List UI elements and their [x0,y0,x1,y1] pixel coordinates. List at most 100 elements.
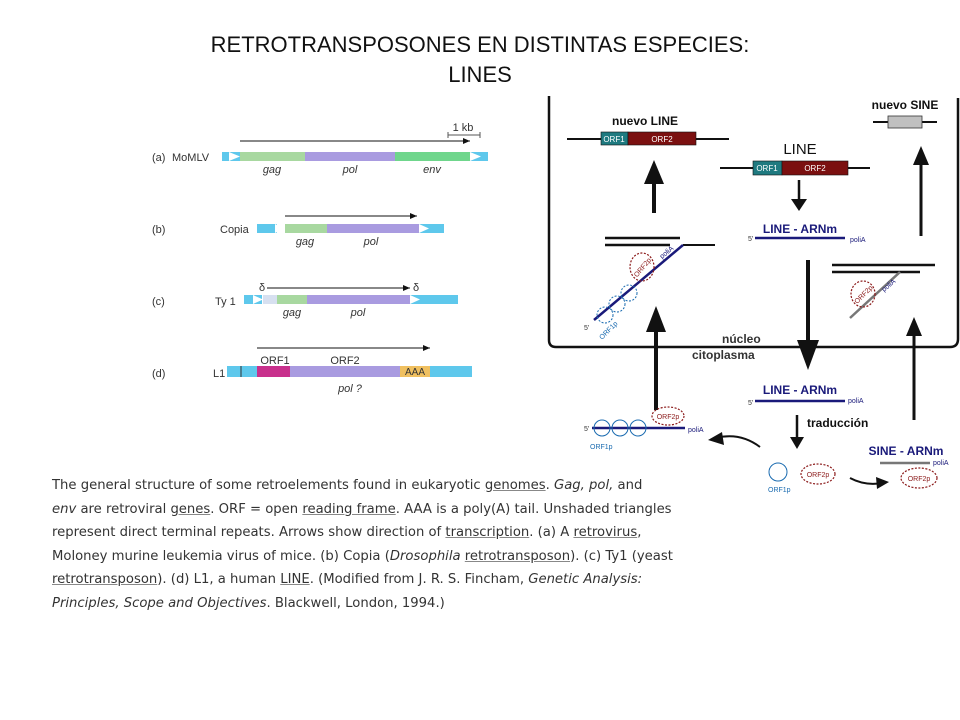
row-b-ltr-left [257,224,277,233]
row-d-letter: (d) [152,368,165,380]
row-a-letter: (a) [152,152,165,164]
caption-text: ). (d) L1, a human [157,572,281,588]
free-orf2p [800,463,836,485]
caption-italic: env [52,501,77,517]
free-orf1p [768,462,788,482]
line-cycle-figure: núcleo citoplasma nuevo LINE ORF1 ORF2 n… [545,92,960,512]
integration-arrowhead-sine [913,146,929,165]
tprt-sine-polia: poliA [881,278,898,294]
import-arrowhead-sine [906,317,922,336]
line-orf2 [781,160,849,176]
caption-link-line[interactable]: LINE [280,572,310,588]
nuevo-line-orf2 [627,131,697,146]
row-d-orf1-label: ORF1 [260,355,289,367]
row-b-name: Copia [220,224,250,236]
rnp-orf1p-1 [593,419,611,437]
tprt-orf2p-label: ORF2p [633,257,653,279]
nucleo-label: núcleo [722,332,761,346]
caption-link-retrovirus[interactable]: retrovirus [573,525,638,541]
caption-text: . [545,478,554,493]
tprt-sine-orf2p-label: ORF2p [854,285,875,306]
row-c-repeat-left [253,295,263,304]
row-b-gag [285,224,327,233]
row-c-ltr-right [410,295,458,304]
scale-bar [447,132,481,138]
integration-arrowhead-line [644,160,664,184]
tprt-5prime: 5' [584,325,589,332]
nucleus-boundary [547,96,960,349]
caption-text: ). (c) Ty1 (yeast [570,548,673,564]
line-arnm-cyto-label: LINE - ARNm [763,383,837,397]
row-c-pol [307,295,410,304]
assembly-arrowhead [708,432,724,445]
mrna-5prime: 5' [748,236,753,243]
row-c-gag-label: gag [283,307,302,319]
caption-italic: Genetic Analysis: Principles, Scope and … [52,572,643,611]
figure-caption: The general structure of some retroeleme… [52,474,682,616]
caption-text: . (Modified from J. R. S. Fincham, [309,572,529,588]
sine-orf2p-label: ORF2p [908,476,931,483]
caption-link-retrotransposon[interactable]: retrotransposon [52,572,158,588]
export-arrowhead [797,340,819,370]
row-a-repeat-right [470,152,481,161]
caption-link-retrotransposon[interactable]: retrotransposon [464,548,571,564]
row-d-utr-right [430,366,472,377]
row-a-name: MoMLV [172,152,210,164]
scale-label: 1 kb [453,122,474,134]
cyto-mrna-5prime: 5' [748,400,753,407]
nuevo-line-orf2-label: ORF2 [651,135,673,144]
caption-text: . ORF = open [210,501,303,517]
line-arnm-label: LINE - ARNm [763,222,837,236]
tprt-sine-orf2p [850,280,876,308]
tprt-orf1p-1 [620,284,638,302]
row-c-pol-label: pol [350,307,366,319]
nuevo-sine-element [887,115,923,129]
row-d-orf2-label: ORF2 [330,355,359,367]
sine-arnm-label: SINE - ARNm [869,444,944,458]
row-a-repeat-left [229,152,240,161]
tprt-orf1p-2 [608,295,626,313]
tprt-orf1p-3 [596,306,614,324]
nuevo-line-label: nuevo LINE [612,114,678,128]
row-a-gag-label: gag [263,164,282,176]
caption-text: . AAA is a poly(A) tail. Unshaded triang… [52,501,672,541]
row-a-pol [305,152,395,161]
row-d-aaa-label: AAA [405,367,425,378]
transcription-arrowhead [791,199,807,211]
cyto-mrna-polia: poliA [848,398,864,405]
row-d-polya [400,366,430,377]
row-c-arrowhead [403,285,410,291]
translation-arrowhead [790,437,804,449]
free-orf1p-label: ORF1p [768,487,791,494]
line-cycle-svg: núcleo citoplasma nuevo LINE ORF1 ORF2 n… [547,96,960,494]
row-d-orf1 [257,366,290,377]
caption-link-genes[interactable]: genes [170,501,211,517]
caption-link-reading-frame[interactable]: reading frame [302,501,396,517]
caption-text: and [613,478,643,493]
free-orf2p-label: ORF2p [807,472,830,479]
row-b-pol [327,224,419,233]
sine-recruit-arrowhead [876,477,889,489]
import-arrowhead-line [646,306,666,332]
row-b-repeat-right [419,224,429,233]
caption-text: . Blackwell, London, 1994.) [266,595,445,611]
traduccion-label: traducción [807,416,868,430]
tprt-orf1p-label: ORF1p [598,320,619,341]
caption-text: The general structure of some retroeleme… [52,478,485,493]
tprt-orf2p [629,252,655,282]
row-c-repeat-right [410,295,420,304]
title-line-1: RETROTRANSPOSONES EN DISTINTAS ESPECIES: [210,32,750,57]
tprt-line-mrna [593,244,684,321]
caption-link-genomes[interactable]: genomes [484,478,546,493]
row-c-delta-right: δ [413,282,419,294]
caption-link-transcription[interactable]: transcription [445,525,530,541]
row-c-gag [277,295,307,304]
rnp-orf2p [651,406,685,426]
row-a-pol-label: pol [342,164,358,176]
row-c-letter: (c) [152,296,165,308]
caption-italic: Drosophila [389,548,461,564]
title-line-2: LINES [448,62,512,87]
nuevo-line-orf1-label: ORF1 [603,135,625,144]
caption-text: , Moloney murine leukemia virus of mice.… [52,525,642,564]
row-c-delta-left: δ [259,282,265,294]
